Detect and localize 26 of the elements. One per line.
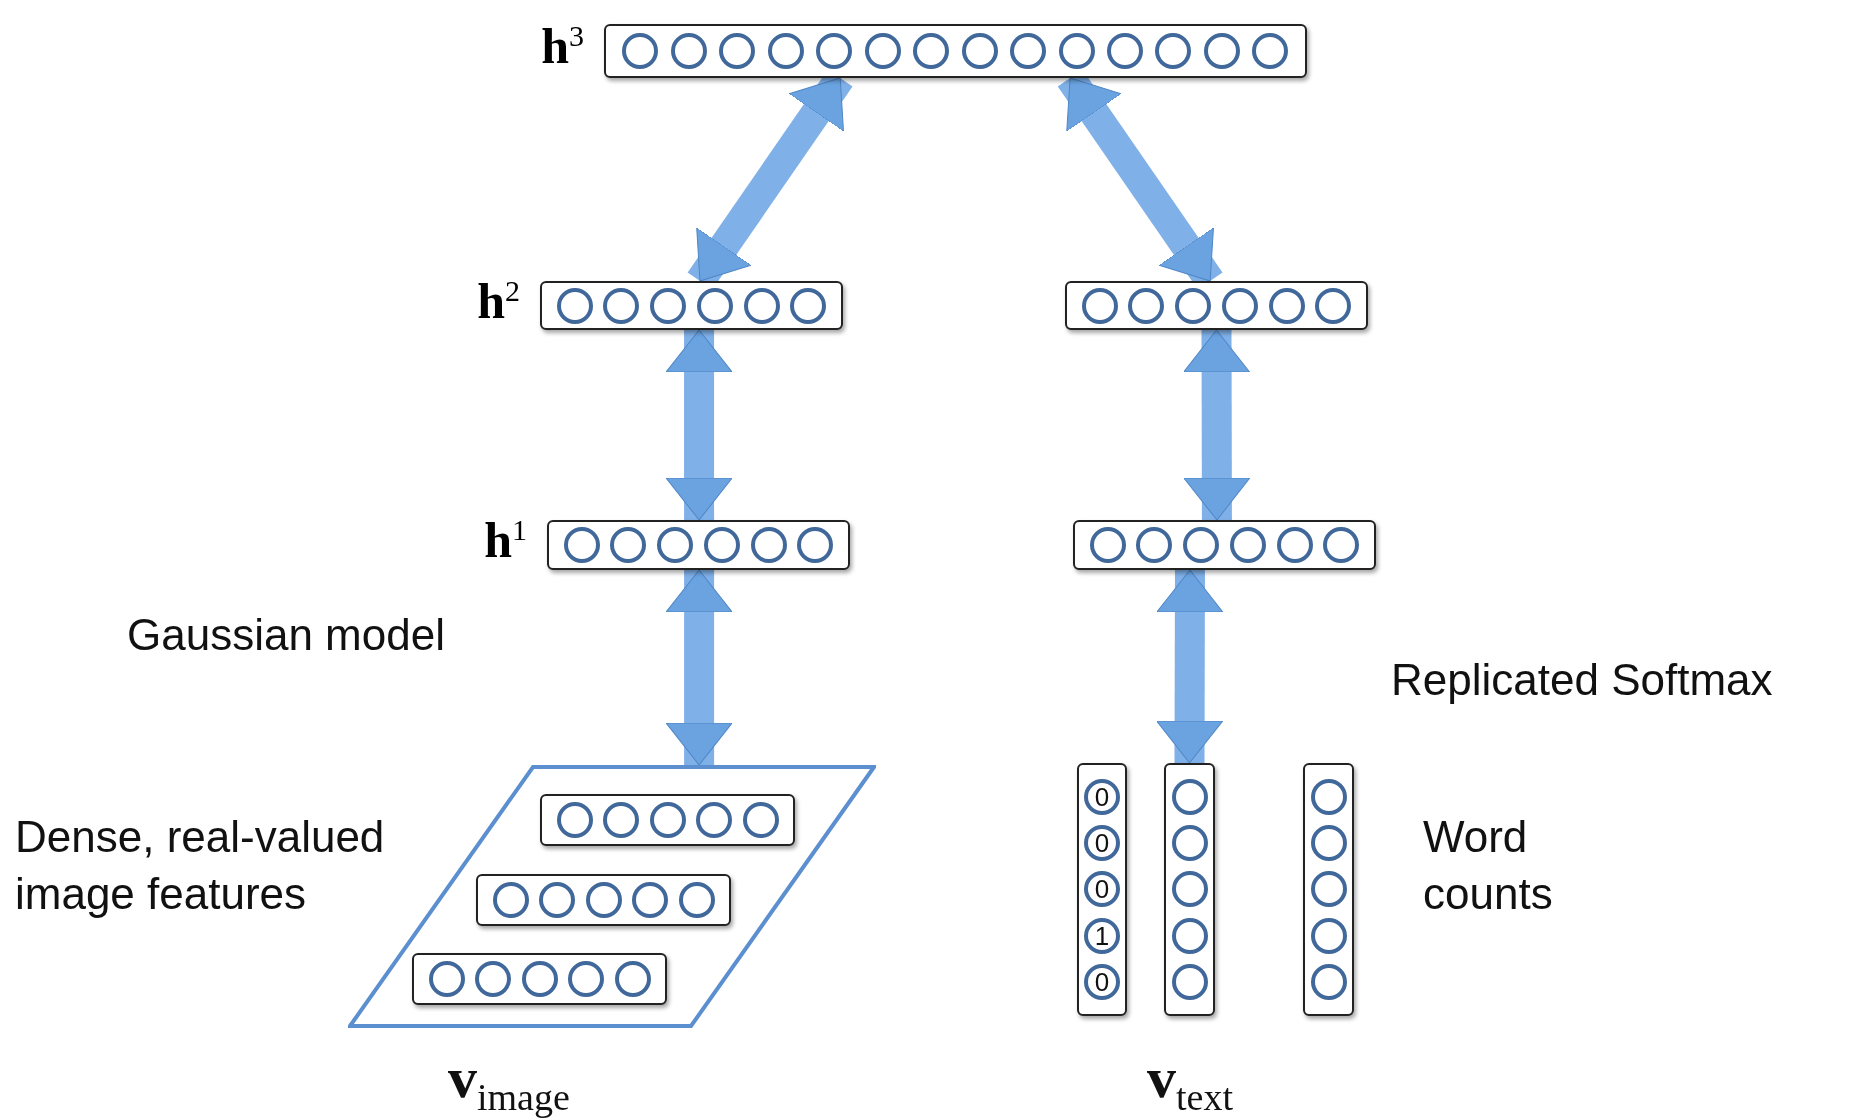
- unit-circle: 0: [1084, 779, 1120, 816]
- annotation-text: Word counts: [1423, 811, 1554, 921]
- layer-bar: [1073, 520, 1376, 570]
- unit-circle: 1: [1084, 917, 1120, 954]
- double-arrow: [665, 569, 733, 766]
- layer-label: h$^{1}$: [484, 511, 527, 570]
- unit-circle: 0: [1084, 825, 1120, 862]
- variable-label: v$_{text}$: [1147, 1044, 1233, 1120]
- layer-bar: [412, 953, 667, 1005]
- double-arrow: [665, 329, 733, 521]
- double-arrow: [1156, 569, 1224, 764]
- annotation-text: Dense, real-valued image features: [15, 811, 386, 921]
- word-count-column: [1303, 763, 1354, 1016]
- annotation-text: Replicated Softmax: [1391, 654, 1773, 706]
- layer-bar: [540, 794, 795, 846]
- word-count-column: [1164, 763, 1215, 1016]
- word-count-column: [1077, 763, 1127, 1016]
- layer-bar: [1065, 281, 1368, 330]
- layer-bar: [476, 874, 731, 926]
- double-arrow: [1183, 329, 1251, 521]
- layer-label: h$^{3}$: [541, 17, 584, 76]
- layer-label: h$^{2}$: [477, 271, 520, 330]
- variable-label: v$_{image}$: [448, 1044, 570, 1120]
- unit-circle: 0: [1084, 871, 1120, 908]
- unit-circle: 0: [1084, 963, 1120, 1000]
- annotation-text: Gaussian model: [127, 609, 445, 661]
